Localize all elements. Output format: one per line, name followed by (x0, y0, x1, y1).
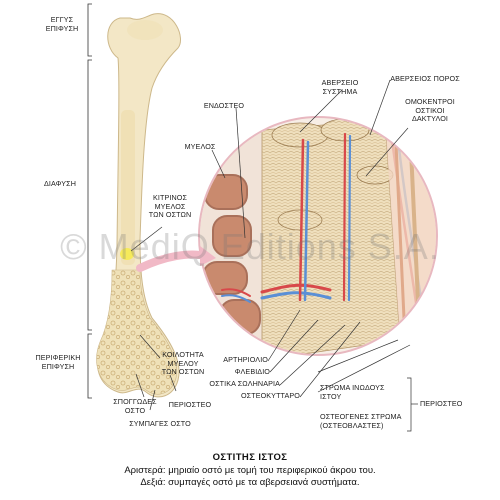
yellow-marrow-mark (120, 248, 134, 260)
caption-line-1: Αριστερά: μηριαίο οστό με τομή του περιφ… (124, 465, 376, 476)
label-proximal-epiphysis: ΕΓΓΥΣ ΕΠΙΦΥΣΗ (45, 15, 79, 33)
label-concentric-lamellae: ΟΜΟΚΕΝΤΡΟΙ ΟΣΤΙΚΟΙ ΔΑΚΤΥΛΟΙ (405, 97, 455, 124)
label-venule: ΦΛΕΒΙΔΙΟ (234, 367, 270, 376)
label-diaphysis: ΔΙΑΦΥΣΗ (43, 179, 76, 188)
region-brackets (87, 3, 92, 399)
label-haversian-system: ΑΒΕΡΣΕΙΟ ΣΥΣΤΗΜΑ (321, 78, 359, 96)
label-arteriole: ΑΡΤΗΡΙΟΛΙΟ (223, 355, 268, 364)
leader-lines (130, 79, 418, 432)
label-periosteum-left: ΠΕΡΙΟΣΤΕΟ (168, 400, 212, 409)
label-compact-bone: ΣΥΜΠΑΓΕΣ ΟΣΤΟ (129, 419, 191, 428)
label-marrow-cavity: ΚΟΙΛΟΤΗΤΑ ΜΥΕΛΟΥ ΤΩΝ ΟΣΤΩΝ (161, 350, 205, 377)
label-distal-epiphysis: ΠΕΡΙΦΕΡΙΚΗ ΕΠΙΦΥΣΗ (35, 353, 81, 371)
caption-line-2: Δεξιά: συμπαγές οστό με τα αβερσειανά συ… (140, 477, 360, 488)
femur (96, 13, 181, 398)
label-haversian-canal: ΑΒΕΡΣΕΙΟΣ ΠΟΡΟΣ (390, 74, 460, 83)
label-fibrous-layer: ΣΤΡΩΜΑ ΙΝΩΔΟΥΣ ΙΣΤΟΥ (320, 383, 385, 401)
label-marrow: ΜΥΕΛΟΣ (184, 142, 216, 151)
label-periosteum-right: ΠΕΡΙΟΣΤΕΟ (420, 399, 463, 408)
label-osteogenic-layer: ΟΣΤΕΟΓΕΝΕΣ ΣΤΡΩΜΑ (ΟΣΤΕΟΒΛΑΣΤΕΣ) (320, 412, 402, 430)
caption-title: ΟΣΤΙΤΗΣ ΙΣΤΟΣ (212, 452, 288, 463)
label-spongy-bone: ΣΠΟΓΓΩΔΕΣ ΟΣΤΟ (113, 397, 157, 415)
watermark: © MediQ Editions S.A. (60, 226, 440, 267)
label-canaliculi: ΟΣΤΙΚΑ ΣΩΛΗΝΑΡΙΑ (209, 379, 280, 388)
label-endosteum: ΕΝΔΟΣΤΕΟ (203, 101, 245, 110)
zoom-arrowhead (200, 246, 216, 266)
label-osteocyte: ΟΣΤΕΟΚΥΤΤΑΡΟ (240, 391, 300, 400)
label-yellow-marrow: ΚΙΤΡΙΝΟΣ ΜΥΕΛΟΣ ΤΩΝ ΟΣΤΩΝ (148, 193, 192, 220)
